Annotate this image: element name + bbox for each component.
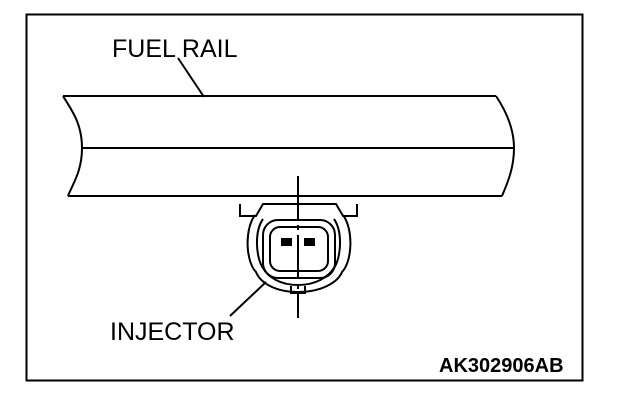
injector-leader-line <box>229 281 267 317</box>
injector <box>239 203 358 294</box>
fuel-rail-right-end <box>495 95 516 197</box>
injector-lower-tab <box>290 286 306 294</box>
fuel-rail <box>62 95 516 197</box>
injector-mount-flange <box>239 203 358 217</box>
injector-label: INJECTOR <box>110 318 235 346</box>
connector-pin-right <box>304 238 315 246</box>
connector-pin-left <box>281 238 292 246</box>
diagram-border <box>25 13 584 382</box>
fuel-rail-left-end <box>62 95 84 197</box>
fuel-rail-label: FUEL RAIL <box>112 35 238 63</box>
fuel-rail-leader-line <box>177 57 205 98</box>
figure-id-label: AK302906AB <box>439 355 564 377</box>
